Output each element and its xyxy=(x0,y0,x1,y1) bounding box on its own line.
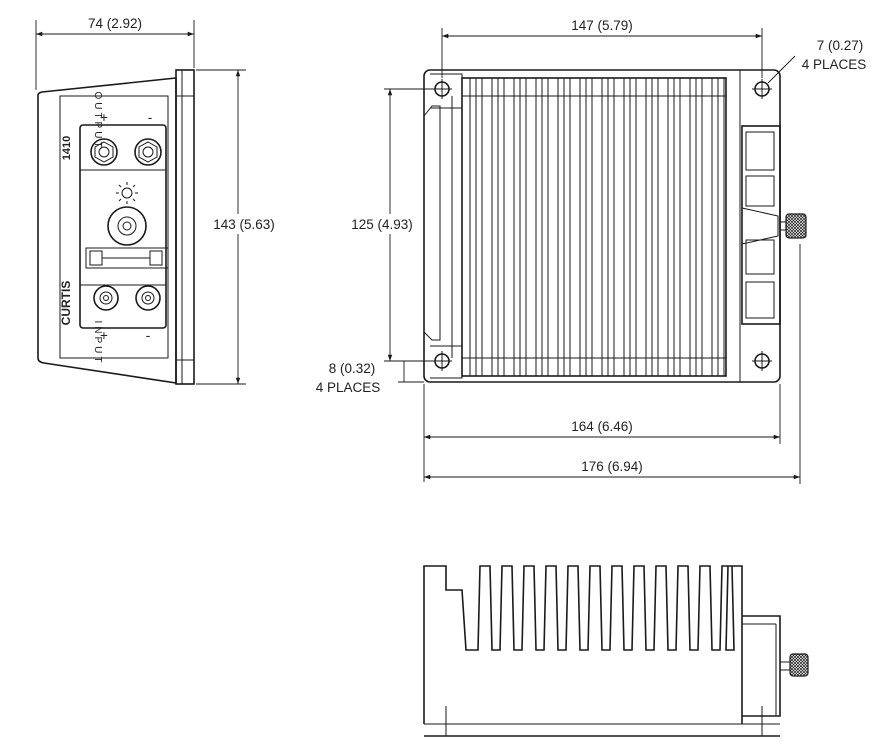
terminal-block xyxy=(79,124,167,329)
terminal-housing xyxy=(741,125,781,325)
dim-corner-places-label: 4 PLACES xyxy=(316,380,381,395)
dim-body-length-label: 164 (6.46) xyxy=(571,419,633,434)
end-elevation-view xyxy=(423,565,809,737)
terminal-bracket xyxy=(742,615,781,717)
output-terminal-negative xyxy=(134,138,162,166)
mount-hole-bottom-left xyxy=(432,351,452,371)
hole-places-label: 4 PLACES xyxy=(802,57,867,72)
fuse xyxy=(85,247,169,269)
dim-side-width-label: 74 (2.92) xyxy=(88,16,142,31)
input-plus-label: + xyxy=(100,328,108,343)
terminal-panel xyxy=(59,95,169,359)
output-minus-label: - xyxy=(148,110,153,125)
mount-hole-bottom-right xyxy=(752,351,772,371)
input-terminal-negative xyxy=(135,285,161,311)
hole-dia-label: 7 (0.27) xyxy=(817,38,864,53)
dim-corner-inset-label: 8 (0.32) xyxy=(329,361,376,376)
heatsink xyxy=(461,77,727,377)
knurled-knob-side-icon xyxy=(789,653,809,677)
adjust-knob xyxy=(107,206,147,246)
input-label: INPUT xyxy=(92,321,103,366)
dim-side-height-label: 143 (5.63) xyxy=(213,217,275,232)
mount-hole-top-right xyxy=(752,79,772,99)
dim-overall-length-label: 176 (6.94) xyxy=(581,459,643,474)
knurled-knob-icon xyxy=(785,213,807,239)
output-terminal-positive xyxy=(90,138,118,166)
heatsink-fins xyxy=(469,77,725,377)
dim-mount-height-label: 125 (4.93) xyxy=(351,217,413,232)
output-plus-label: + xyxy=(100,110,108,125)
brand-label: CURTIS xyxy=(59,281,73,326)
model-label: 1410 xyxy=(61,136,73,160)
output-label: OUTPUT xyxy=(92,91,103,150)
led-icon xyxy=(116,182,138,204)
front-view: 1410 CURTIS OUTPUT INPUT + - + - 74 (2.9… xyxy=(35,16,284,385)
input-terminal-positive xyxy=(93,285,119,311)
input-minus-label: - xyxy=(146,328,151,343)
top-view: 147 (5.79) 7 (0.27) 4 PLACES 125 (4.93) … xyxy=(316,18,867,484)
mount-hole-top-left xyxy=(432,79,452,99)
heatsink-fin-profile xyxy=(423,565,743,724)
mounting-flange xyxy=(175,69,195,385)
hole-leader xyxy=(767,55,796,84)
dim-mount-span-label: 147 (5.79) xyxy=(571,18,633,33)
